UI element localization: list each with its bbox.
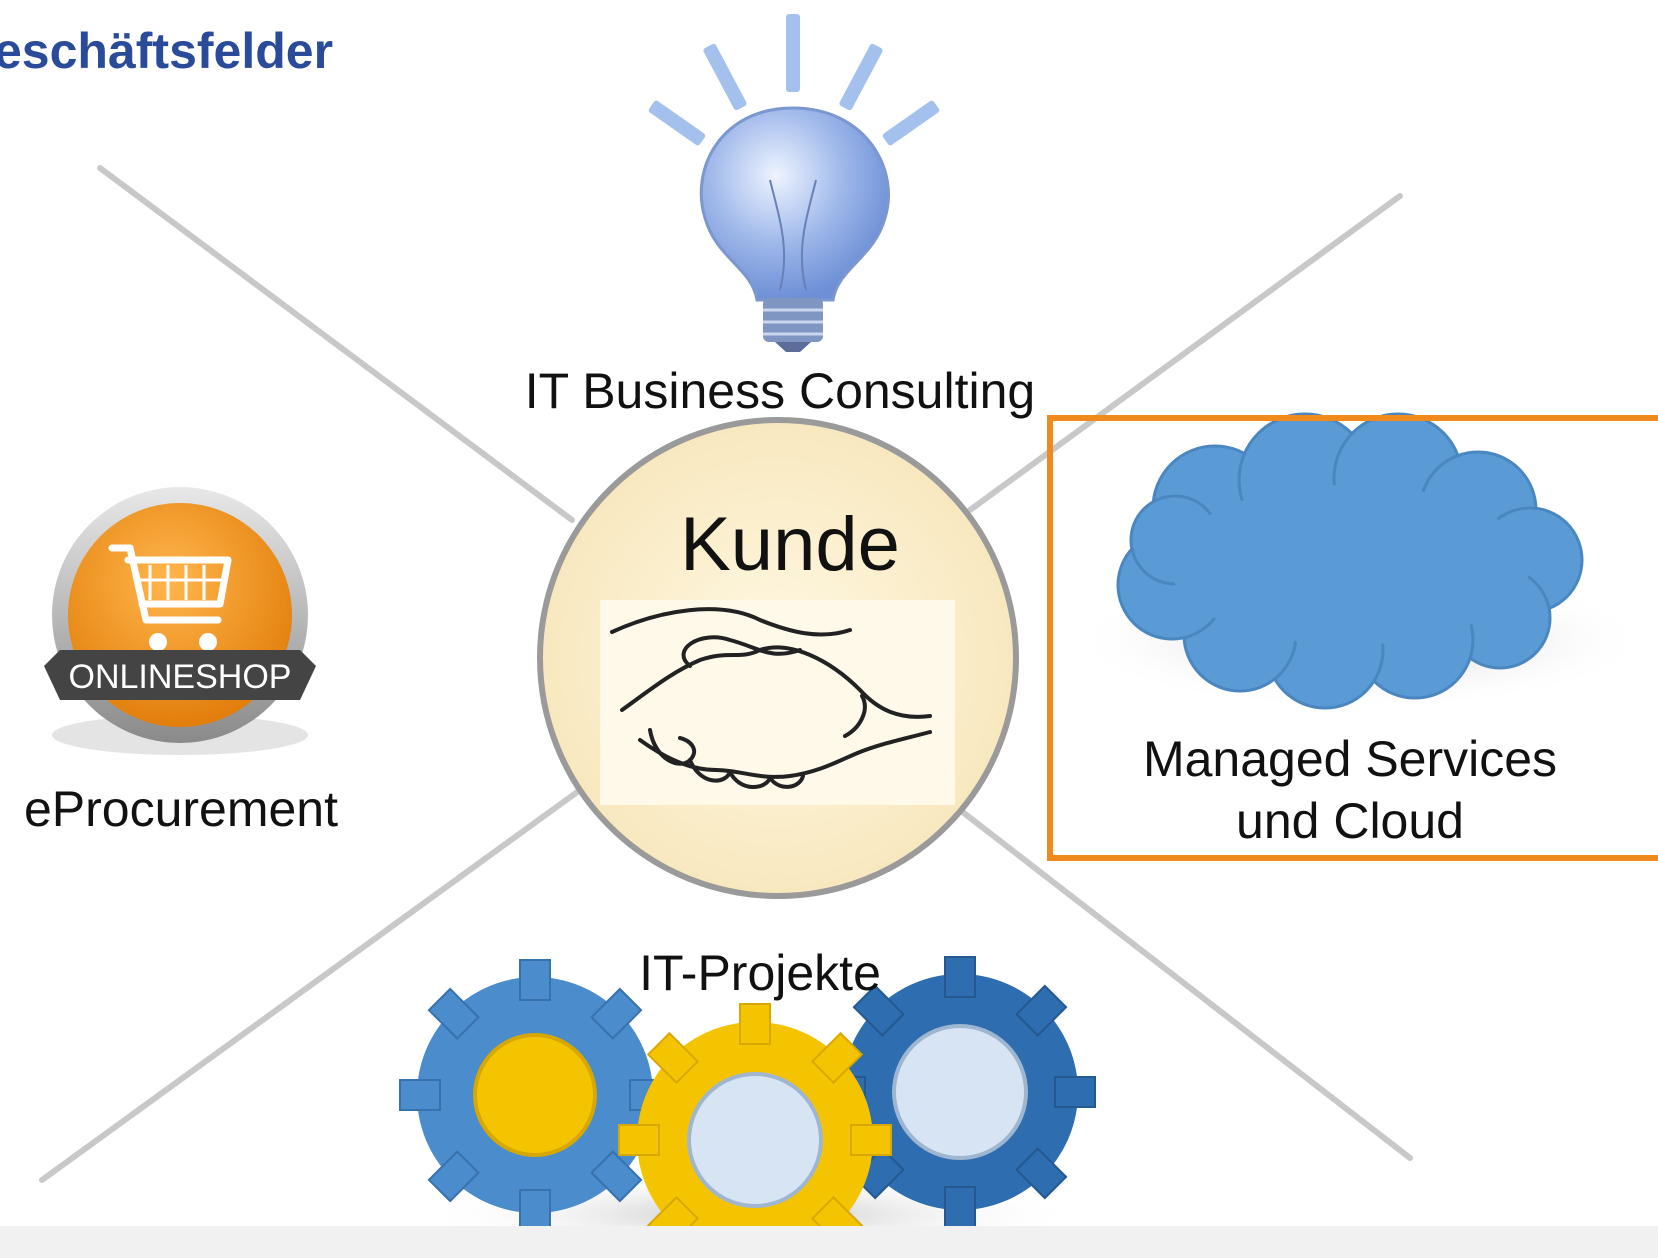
cloud-icon: [1070, 412, 1650, 710]
gear-middle: [618, 1003, 892, 1258]
customer-label: Kunde: [680, 502, 900, 587]
shopping-cart-badge-icon: [44, 487, 316, 755]
gear-right: [824, 956, 1096, 1228]
handshake-icon: [610, 607, 932, 789]
center-customer-circle: [537, 417, 1019, 899]
footer-bar: [0, 1226, 1658, 1258]
page-title: eschäftsfelder: [0, 23, 334, 79]
procurement-label: eProcurement: [23, 781, 339, 837]
highlight-frame: [1047, 415, 1658, 861]
gears-icon: [399, 956, 1096, 1258]
projects-label: IT-Projekte: [639, 945, 881, 1001]
managed-services-line1: Managed Services: [1142, 731, 1558, 787]
consulting-label: IT Business Consulting: [524, 363, 1036, 419]
badge-label: ONLINESHOP: [69, 658, 292, 696]
connector-lines: [39, 165, 1413, 1183]
gear-left: [399, 959, 671, 1231]
managed-services-label: Managed Services und Cloud: [1100, 728, 1600, 852]
managed-services-line2: und Cloud: [1236, 793, 1464, 849]
lightbulb-icon: [648, 14, 940, 352]
